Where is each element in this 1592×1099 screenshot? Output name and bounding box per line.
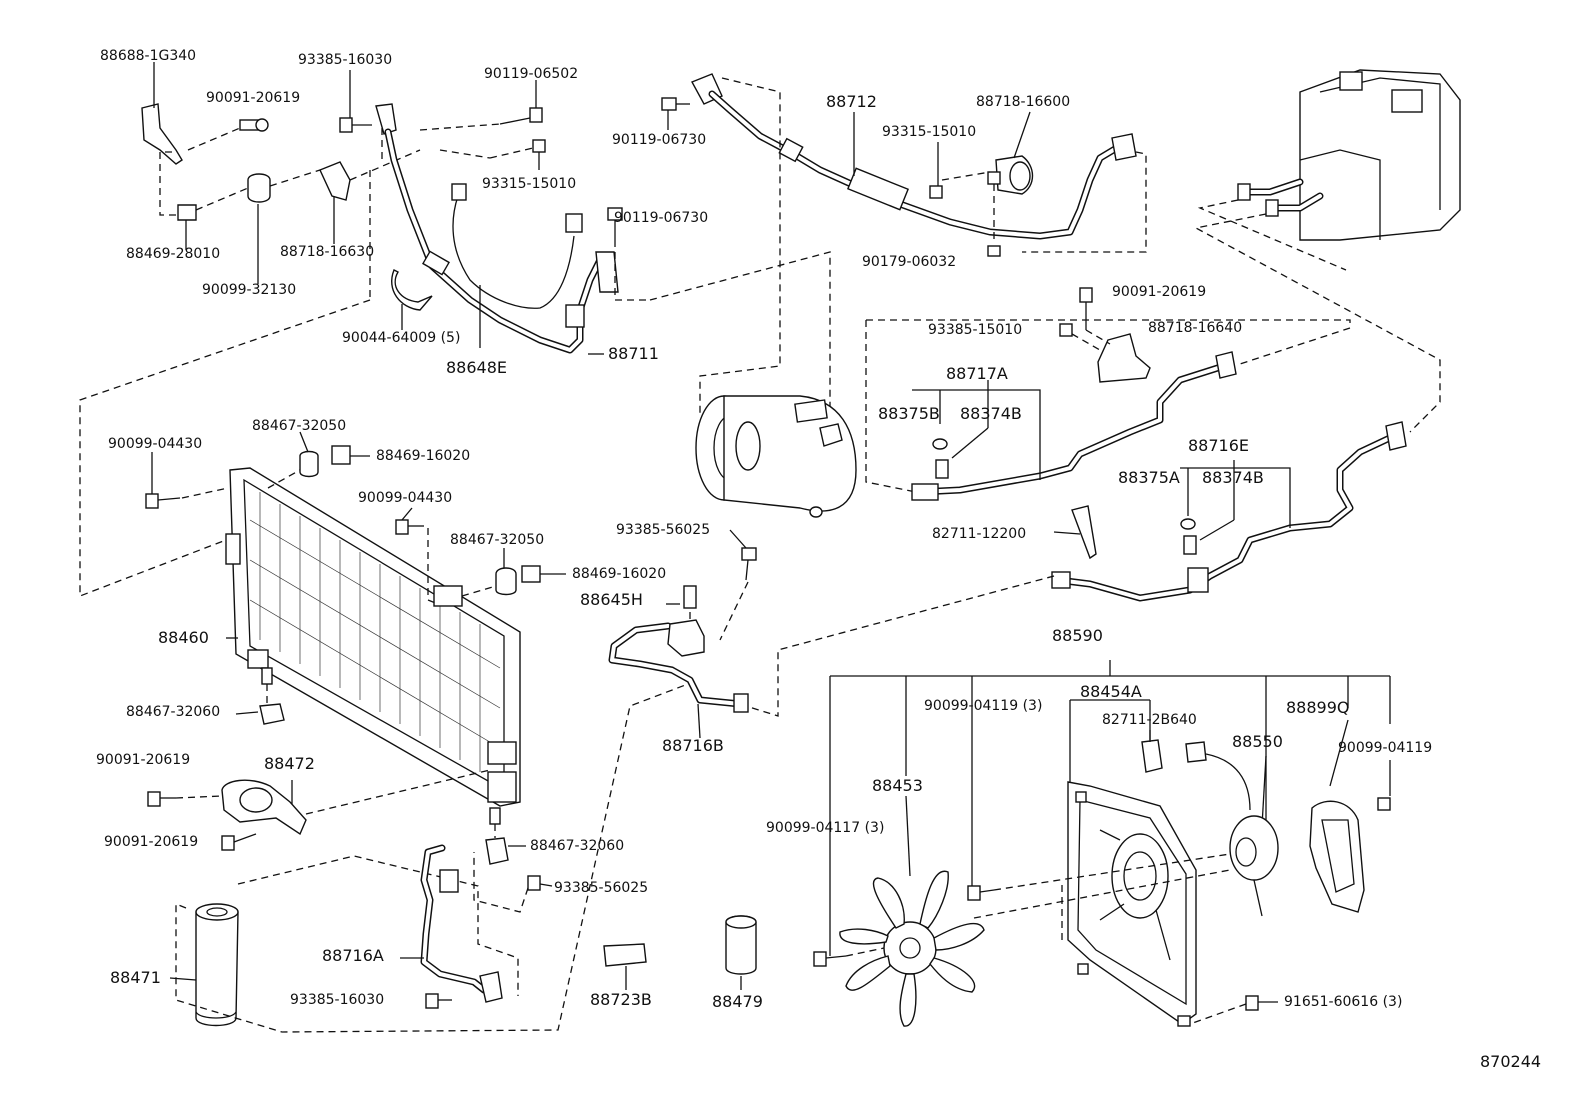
label-82711-2B640: 82711-2B640 bbox=[1102, 712, 1197, 728]
label-88469-16020-upper: 88469-16020 bbox=[376, 448, 471, 464]
fan-shroud-88454A-drawing bbox=[1061, 781, 1197, 1027]
label-88479: 88479 bbox=[712, 992, 763, 1011]
evaporator-unit-drawing bbox=[1194, 69, 1461, 433]
fan-fasteners bbox=[967, 853, 1278, 1025]
label-90091-20619-top: 90091-20619 bbox=[206, 90, 301, 106]
pipe-88716B-drawing bbox=[608, 529, 757, 739]
label-88453: 88453 bbox=[872, 776, 923, 795]
label-88469-16020-lower: 88469-16020 bbox=[572, 566, 667, 582]
label-82711-12200: 82711-12200 bbox=[932, 526, 1027, 542]
label-91651-60616: 91651-60616 (3) bbox=[1284, 994, 1403, 1010]
label-93385-15010: 93385-15010 bbox=[928, 322, 1023, 338]
receiver-88471-drawing bbox=[169, 683, 689, 1033]
label-88472: 88472 bbox=[264, 754, 315, 773]
label-88711: 88711 bbox=[608, 344, 659, 363]
label-88648E: 88648E bbox=[446, 358, 508, 377]
label-90044-64009: 90044-64009 (5) bbox=[342, 330, 461, 346]
label-90099-04119-3: 90099-04119 (3) bbox=[924, 698, 1043, 714]
label-88550: 88550 bbox=[1232, 732, 1283, 751]
label-88374B-lower: 88374B bbox=[1202, 468, 1264, 487]
condenser-fins bbox=[249, 492, 501, 772]
condenser-88460-drawing bbox=[225, 467, 521, 807]
clamp-88718-16600-drawing bbox=[929, 111, 1034, 257]
bolt-90119-06730-left bbox=[607, 207, 650, 301]
label-93385-16030-lower: 93385-16030 bbox=[290, 992, 385, 1008]
label-90099-04430-left: 90099-04430 bbox=[108, 436, 203, 452]
label-88454A: 88454A bbox=[1080, 682, 1142, 701]
shroud-88899Q-drawing bbox=[1309, 797, 1391, 913]
pipe-88716E-drawing bbox=[745, 421, 1407, 717]
pipe-88716A-drawing bbox=[400, 844, 503, 1009]
bracket-88472-drawing bbox=[147, 769, 491, 851]
label-90179-06032: 90179-06032 bbox=[862, 254, 957, 270]
label-90099-32130: 90099-32130 bbox=[202, 282, 297, 298]
label-90091-20619-upper: 90091-20619 bbox=[96, 752, 191, 768]
pad-88723B-drawing bbox=[603, 943, 647, 990]
label-90119-06730-top: 90119-06730 bbox=[612, 132, 707, 148]
pipe-88712-drawing bbox=[649, 73, 1147, 436]
bolt-group-top bbox=[339, 70, 546, 170]
label-93385-56025-upper: 93385-56025 bbox=[616, 522, 711, 538]
label-88723B: 88723B bbox=[590, 990, 652, 1009]
label-90099-04117: 90099-04117 (3) bbox=[766, 820, 885, 836]
label-88374B-upper: 88374B bbox=[960, 404, 1022, 423]
label-90099-04119: 90099-04119 bbox=[1338, 740, 1433, 756]
diagram-id: 870244 bbox=[1480, 1052, 1542, 1071]
label-88718-16640: 88718-16640 bbox=[1148, 320, 1243, 336]
label-88460: 88460 bbox=[158, 628, 209, 647]
label-88375B: 88375B bbox=[878, 404, 940, 423]
cap-88479-drawing bbox=[725, 915, 757, 990]
label-90119-06730-left: 90119-06730 bbox=[614, 210, 709, 226]
label-88645H: 88645H bbox=[580, 590, 643, 609]
hose-88711-drawing bbox=[375, 103, 619, 355]
label-88467-32050-upper: 88467-32050 bbox=[252, 418, 347, 434]
clamp-90044-drawing bbox=[391, 269, 433, 330]
label-88899Q: 88899Q bbox=[1286, 698, 1350, 717]
label-90099-04430-mid: 90099-04430 bbox=[358, 490, 453, 506]
label-90091-20619-lower: 90091-20619 bbox=[104, 834, 199, 850]
label-88467-32050-lower: 88467-32050 bbox=[450, 532, 545, 548]
dashed-envelope-left bbox=[79, 299, 371, 597]
label-88718-16630: 88718-16630 bbox=[280, 244, 375, 260]
label-88471: 88471 bbox=[110, 968, 161, 987]
condenser-fasteners bbox=[145, 431, 566, 913]
label-88716B: 88716B bbox=[662, 736, 724, 755]
compressor-drawing bbox=[695, 395, 857, 518]
label-88716E: 88716E bbox=[1188, 436, 1250, 455]
label-93385-56025-lower: 93385-56025 bbox=[554, 880, 649, 896]
label-88688-1G340: 88688-1G340 bbox=[100, 48, 197, 64]
clip-82711-12200-drawing bbox=[1053, 505, 1097, 560]
label-88717A: 88717A bbox=[946, 364, 1008, 383]
label-93315-15010-left: 93315-15010 bbox=[482, 176, 577, 192]
label-93315-15010-right: 93315-15010 bbox=[882, 124, 977, 140]
label-88712: 88712 bbox=[826, 92, 877, 111]
label-88718-16600: 88718-16600 bbox=[976, 94, 1071, 110]
label-88469-28010: 88469-28010 bbox=[126, 246, 221, 262]
label-93385-16030-top: 93385-16030 bbox=[298, 52, 393, 68]
label-88375A: 88375A bbox=[1118, 468, 1180, 487]
fan-blade-88453-drawing bbox=[813, 870, 985, 1027]
bracket-88688-drawing bbox=[141, 62, 421, 284]
label-88590: 88590 bbox=[1052, 626, 1103, 645]
label-90119-06502: 90119-06502 bbox=[484, 66, 579, 82]
clip-82711-2B640-drawing bbox=[1141, 730, 1163, 773]
label-88467-32060-right: 88467-32060 bbox=[530, 838, 625, 854]
pipe-88717A-drawing bbox=[911, 351, 1237, 501]
motor-88550-drawing bbox=[1185, 741, 1279, 917]
bracket-88718-16640-drawing bbox=[865, 287, 1351, 493]
label-88716A: 88716A bbox=[322, 946, 384, 965]
label-88467-32060-left: 88467-32060 bbox=[126, 704, 221, 720]
fan-assembly-88590-drawing bbox=[829, 660, 1391, 956]
label-90091-20619-right: 90091-20619 bbox=[1112, 284, 1207, 300]
